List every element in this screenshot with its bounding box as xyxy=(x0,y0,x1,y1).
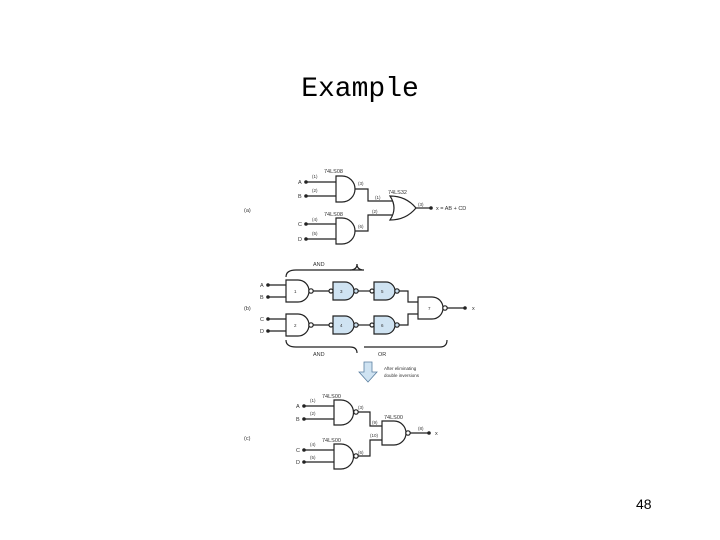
pin-6-label: (6) xyxy=(358,224,364,229)
inverter-gate-6 xyxy=(373,315,396,335)
gate-4-number: 4 xyxy=(340,323,343,328)
note-line-2: double inversions xyxy=(384,373,420,378)
pin-6-label: (6) xyxy=(358,450,364,455)
pin-5-label: (5) xyxy=(312,231,318,236)
pin-3-label: (3) xyxy=(358,405,364,410)
or-pin-3-label: (3) xyxy=(418,202,424,207)
group-and-bottom-label: AND xyxy=(313,352,325,358)
gate-1-number: 1 xyxy=(294,289,297,294)
input-a-label: A xyxy=(296,404,300,410)
input-a-label: A xyxy=(260,283,264,289)
input-c-label: C xyxy=(298,222,302,228)
inverter-gate-5 xyxy=(373,281,396,301)
pin-4-label: (4) xyxy=(312,217,318,222)
output-expression: x = AB + CD xyxy=(436,206,466,212)
output-x-dot xyxy=(429,206,433,210)
pin-2-label: (2) xyxy=(310,411,316,416)
part-a-label: (a) xyxy=(244,208,251,214)
gate-3-number: 3 xyxy=(340,289,343,294)
output-x-label: x xyxy=(472,306,475,312)
or-pin-2-label: (2) xyxy=(372,209,378,214)
slide-title: Example xyxy=(301,74,419,105)
pin-10-label: (10) xyxy=(370,433,379,438)
part-a-circuit: (a) A B C D 74LS08 74LS08 (1) (2) (4) (5… xyxy=(244,169,466,245)
input-b-label: B xyxy=(296,417,300,423)
gate-5-number: 5 xyxy=(381,289,384,294)
chip-and-top-label: 74LS08 xyxy=(324,169,343,175)
chip-and-bottom-label: 74LS08 xyxy=(324,212,343,218)
chip-nand-out-label: 74LS00 xyxy=(384,415,403,421)
and-gate-top xyxy=(335,175,356,203)
transform-arrow: After eliminating double inversions xyxy=(358,361,420,383)
gate-6-number: 6 xyxy=(381,323,384,328)
input-d-label: D xyxy=(296,460,300,466)
and-gate-bottom xyxy=(335,217,356,245)
part-b-label: (b) xyxy=(244,306,251,312)
chip-nand-bottom-label: 74LS00 xyxy=(322,438,341,444)
nand-gate-bottom xyxy=(333,443,355,470)
gate-2-number: 2 xyxy=(294,323,297,328)
chip-or-label: 74LS32 xyxy=(388,190,407,196)
part-c-label: (c) xyxy=(244,436,251,442)
input-c-label: C xyxy=(260,317,264,323)
group-or-label: OR xyxy=(378,352,386,358)
output-x-label: x xyxy=(435,431,438,437)
page-number: 48 xyxy=(636,496,652,512)
down-arrow-icon xyxy=(358,361,378,383)
pin-1-label: (1) xyxy=(312,174,318,179)
input-b-label: B xyxy=(260,295,264,301)
input-a-label: A xyxy=(298,180,302,186)
pin-3-label: (3) xyxy=(358,181,364,186)
nand-gate-2 xyxy=(285,313,310,337)
pin-5-label: (5) xyxy=(310,455,316,460)
nand-gate-output xyxy=(381,420,407,446)
or-pin-1-label: (1) xyxy=(375,195,381,200)
gate-7-number: 7 xyxy=(428,306,431,311)
pin-2-label: (2) xyxy=(312,188,318,193)
part-c-circuit: (c) A B C D 74LS00 74LS00 (1) (2) (4) (5… xyxy=(244,394,438,470)
pin-1-label: (1) xyxy=(310,398,316,403)
input-c-label: C xyxy=(296,448,300,454)
nand-gate-top xyxy=(333,399,355,426)
nand-gate-1 xyxy=(285,279,310,303)
or-gate xyxy=(388,195,417,221)
inverter-gate-4 xyxy=(332,315,355,335)
pin-9-label: (9) xyxy=(372,420,378,425)
pin-8-label: (8) xyxy=(418,426,424,431)
input-d-label: D xyxy=(298,237,302,243)
input-b-label: B xyxy=(298,194,302,200)
chip-nand-top-label: 74LS00 xyxy=(322,394,341,400)
pin-4-label: (4) xyxy=(310,442,316,447)
inverter-gate-3 xyxy=(332,281,355,301)
part-b-circuit: (b) AND AND OR A B C D 1 2 3 xyxy=(244,262,475,358)
note-line-1: After eliminating xyxy=(384,366,417,371)
input-d-label: D xyxy=(260,329,264,335)
group-and-top-label: AND xyxy=(313,262,325,268)
